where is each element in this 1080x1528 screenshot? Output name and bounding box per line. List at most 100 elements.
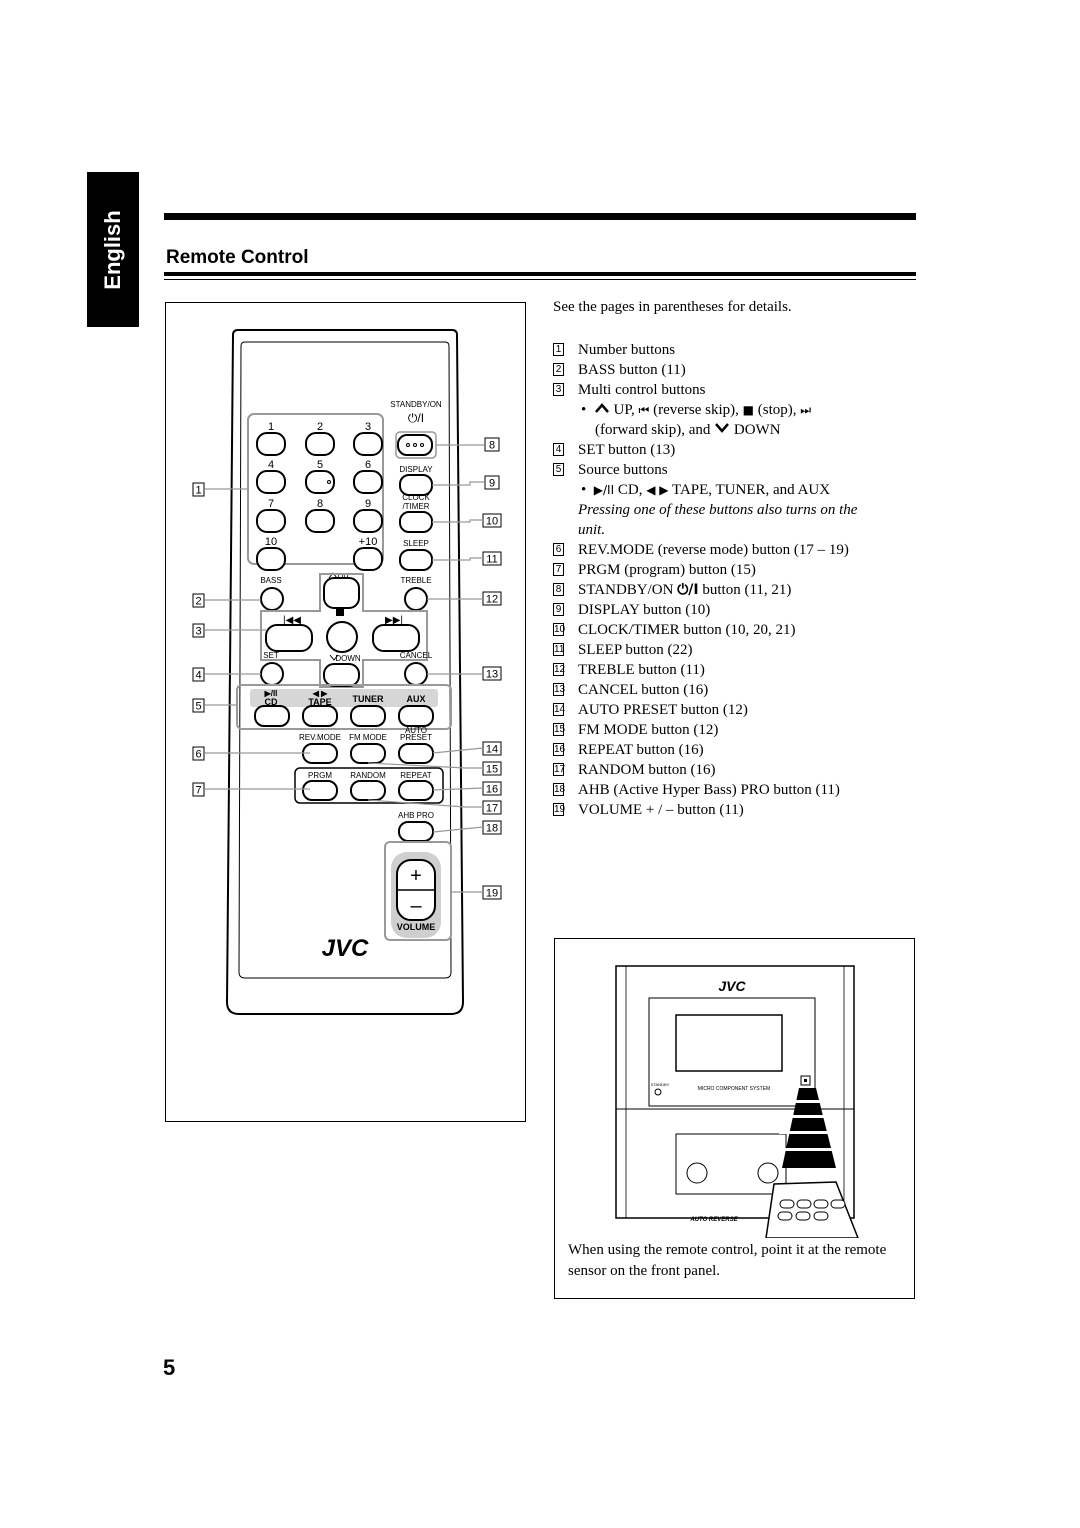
remote-face [238,341,452,979]
list-item: 1 Number buttons [553,340,923,360]
callout-box-5 [192,698,205,713]
random-label: RANDOM [350,771,386,780]
list-item: 17 RANDOM button (16) [553,760,923,780]
multi-control-subitem-cont: (forward skip), and DOWN [553,420,923,440]
item-number: 15 [553,723,566,736]
volume-group-frame [384,841,452,941]
num-label-plus10: +10 [359,536,378,548]
prgm-group-frame [294,767,444,804]
power-symbol-icon: ⏻/I [408,411,424,425]
intro-text: See the pages in parentheses for details… [553,299,792,315]
volume-label: VOLUME [397,922,436,932]
callout-15: 15 [486,764,498,776]
callout-box-1 [192,482,205,497]
source-cd-text: CD, [617,482,643,498]
item-text: DISPLAY button (10) [578,602,711,618]
num-label-1: 1 [268,421,274,433]
reverse-skip-button [265,624,313,652]
source-note-text: Pressing one of these buttons also turns… [578,502,858,518]
callout-4: 4 [195,670,201,682]
item-number: 7 [553,563,564,576]
item-text: Number buttons [578,342,676,358]
item-number: 19 [553,803,566,816]
tape-reel-right [757,1162,779,1184]
rev-mode-label: REV.MODE [299,733,341,742]
num-label-8: 8 [317,498,323,510]
callout-box-4 [192,667,205,682]
play-pause-icon: ▶/II [593,483,615,497]
callout-19: 19 [486,888,498,900]
num-label-10: 10 [265,536,277,548]
callout-2: 2 [195,596,201,608]
stop-icon: ■ [742,403,754,417]
item-number: 2 [553,363,564,376]
list-item: 10 CLOCK/TIMER button (10, 20, 21) [553,620,923,640]
number-5-dot [327,480,331,484]
multi-control-subitem: • UP, ⏮ (reverse skip), ■ (stop), ⏭ [581,402,812,418]
num-label-6: 6 [365,459,371,471]
treble-button [404,587,428,611]
front-panel-box [554,938,915,1299]
display-button [399,474,433,496]
number-button-5 [305,470,335,494]
down-chevron-icon [715,423,730,433]
section-title: Remote Control [166,247,309,268]
up-button [323,577,360,609]
callout-7: 7 [195,785,201,797]
item-text: CANCEL button (16) [578,682,709,698]
repeat-label: REPEAT [400,771,432,780]
item-text: AUTO PRESET button (12) [578,702,748,718]
list-item: 4 SET button (13) [553,440,923,460]
number-button-2 [305,432,335,456]
num-label-9: 9 [365,498,371,510]
standby-text: STANDBY [651,1082,670,1087]
stop-text: (stop), [757,402,797,418]
item-text: FM MODE button (12) [578,722,719,738]
callout-1: 1 [195,485,201,497]
ahb-pro-button [398,821,434,842]
remote-illustration: STANDBY/ON ⏻/I 1 2 3 4 5 6 7 8 9 10 +10 … [192,329,502,1015]
fm-mode-button [350,743,386,764]
button-list: 1 Number buttons 2 BASS button (11) 3 Mu… [553,340,923,820]
source-rest-text: TAPE, TUNER, and AUX [671,482,831,498]
num-label-2: 2 [317,421,323,433]
auto-label: AUTO [405,726,427,735]
item-text-pre: STANDBY/ON [578,582,674,598]
sleep-label: SLEEP [403,539,429,548]
clock-timer-button [399,511,433,533]
standby-button [397,434,433,456]
item-text: AHB (Active Hyper Bass) PRO button (11) [578,782,840,798]
tape-label: TAPE [308,697,331,707]
list-item: 16 REPEAT button (16) [553,740,923,760]
list-item: 3 Multi control buttons [553,380,923,400]
remote-illustration-frame [165,302,526,1122]
forward-skip-icon: ▶▶| [385,615,403,626]
set-button [260,662,284,686]
set-label: SET [263,651,279,660]
num-label-7: 7 [268,498,274,510]
list-item: 9 DISPLAY button (10) [553,600,923,620]
item-number: 17 [553,763,566,776]
front-panel-caption: When using the remote control, point it … [568,1242,887,1279]
num-label-4: 4 [268,459,274,471]
system-name: MICRO COMPONENT SYSTEM [698,1086,770,1092]
callout-6: 6 [195,749,201,761]
jvc-logo: JVC [322,935,369,962]
reverse-skip-text: (reverse skip), [653,402,739,418]
list-item: 14 AUTO PRESET button (12) [553,700,923,720]
display-bezel [648,997,816,1107]
multi-control-frame [260,573,428,688]
tape-direction-icon: ◀ ▶ [646,483,669,497]
list-item: 2 BASS button (11) [553,360,923,380]
list-item: 15 FM MODE button (12) [553,720,923,740]
volume-plus-icon: + [410,865,422,887]
item-text: SLEEP button (22) [578,642,693,658]
num-label-3: 3 [365,421,371,433]
forward-skip-text: (forward skip), and [595,422,711,438]
item-number: 13 [553,683,566,696]
list-item: 19 VOLUME + / – button (11) [553,800,923,820]
callout-12: 12 [486,594,498,606]
callout-8: 8 [489,440,495,452]
prgm-label: PRGM [308,771,332,780]
down-arrow-icon [329,654,339,661]
